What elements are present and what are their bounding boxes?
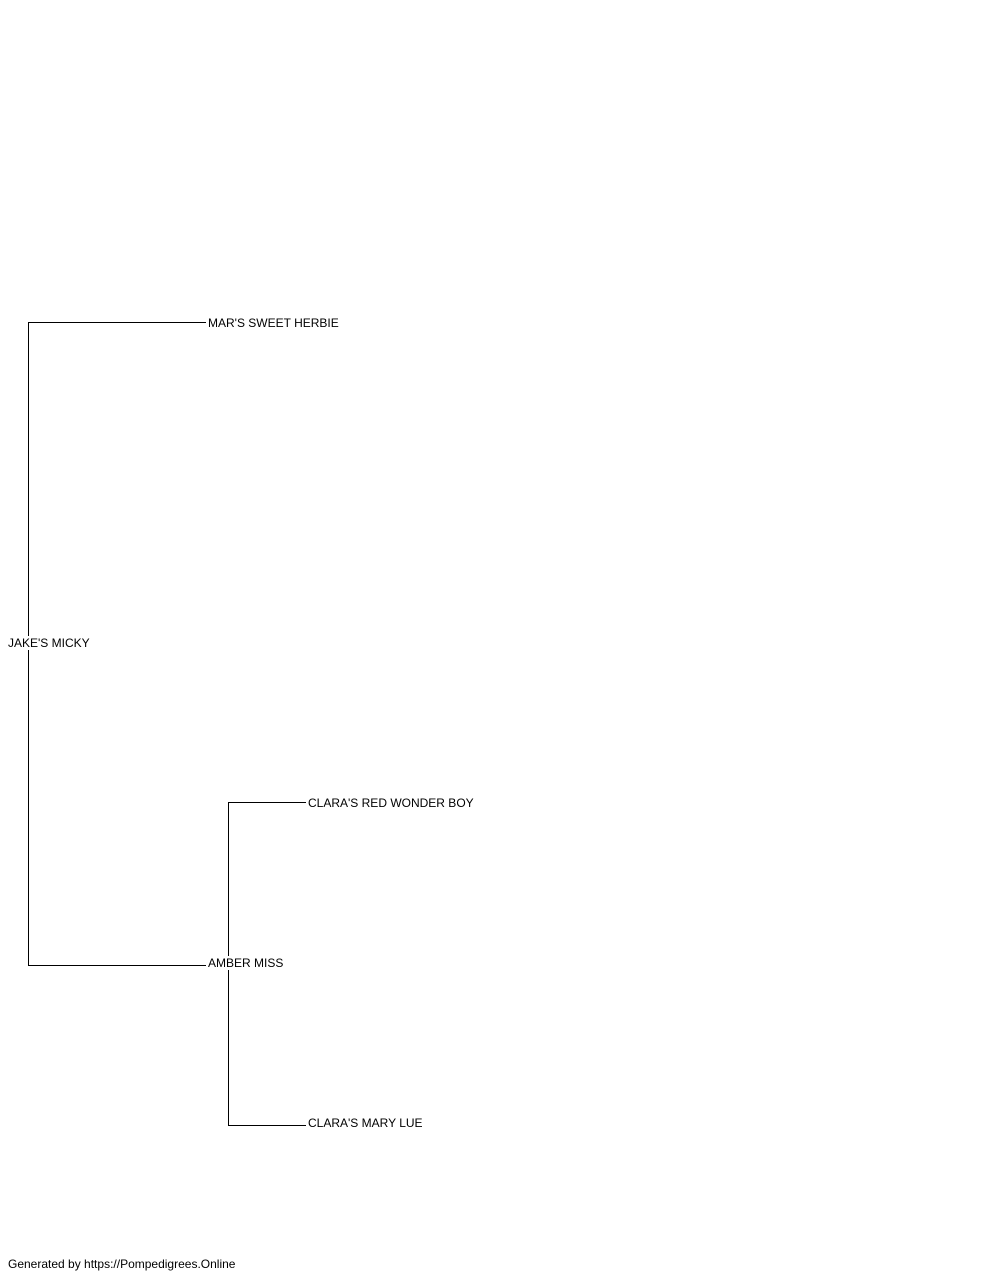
- subject-name: JAKE'S MICKY: [6, 636, 92, 650]
- dam-sire-name: CLARA'S RED WONDER BOY: [306, 796, 476, 810]
- sire-name: MAR'S SWEET HERBIE: [206, 316, 341, 330]
- dam-dam-name: CLARA'S MARY LUE: [306, 1116, 425, 1130]
- generated-by-footer: Generated by https://Pompedigrees.Online: [8, 1257, 236, 1271]
- dam-name: AMBER MISS: [206, 956, 286, 970]
